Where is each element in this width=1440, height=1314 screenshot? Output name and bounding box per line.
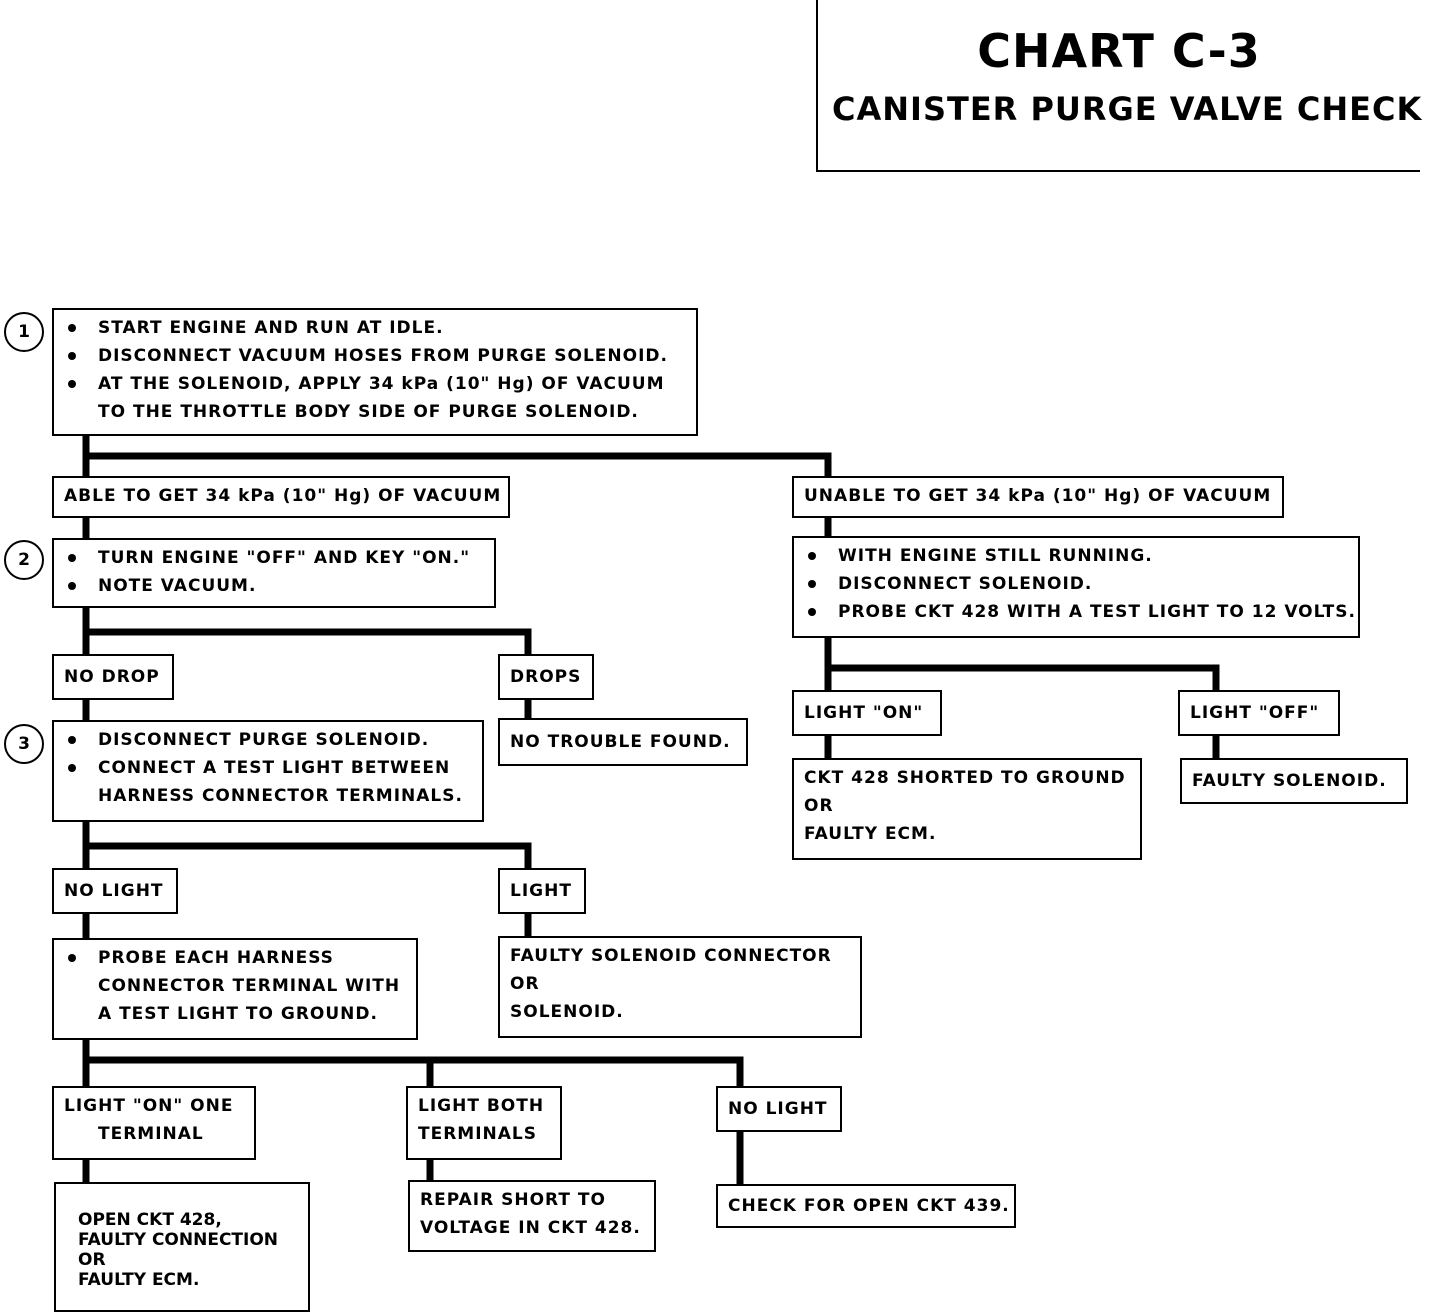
- light-box: LIGHT: [498, 868, 586, 914]
- unable-vacuum-box: UNABLE TO GET 34 kPa (10" Hg) OF VACUUM: [792, 476, 1284, 518]
- bullet-item: WITH ENGINE STILL RUNNING.: [804, 542, 1348, 570]
- step2-instructions: TURN ENGINE "OFF" AND KEY "ON." NOTE VAC…: [52, 538, 496, 608]
- bullet-item: PROBE CKT 428 WITH A TEST LIGHT TO 12 VO…: [804, 598, 1355, 626]
- ckt-428-shorted-box: CKT 428 SHORTED TO GROUND OR FAULTY ECM.: [792, 758, 1142, 860]
- open-ckt-428-box: OPEN CKT 428, FAULTY CONNECTION OR FAULT…: [54, 1182, 310, 1312]
- bullet-item: DISCONNECT PURGE SOLENOID.: [64, 726, 472, 754]
- step3-instructions: DISCONNECT PURGE SOLENOID. CONNECT A TES…: [52, 720, 484, 822]
- bullet-item: DISCONNECT SOLENOID.: [804, 570, 1348, 598]
- light-both-terminals-box: LIGHT BOTH TERMINALS: [406, 1086, 562, 1160]
- drops-box: DROPS: [498, 654, 594, 700]
- bullet-item: AT THE SOLENOID, APPLY 34 kPa (10" Hg) O…: [64, 370, 686, 426]
- chart-title-block: CHART C-3 CANISTER PURGE VALVE CHECK: [816, 0, 1423, 172]
- bullet-item: START ENGINE AND RUN AT IDLE.: [64, 314, 686, 342]
- chart-subtitle: CANISTER PURGE VALVE CHECK: [832, 90, 1423, 128]
- check-open-ckt-439-box: CHECK FOR OPEN CKT 439.: [716, 1184, 1016, 1228]
- repair-short-box: REPAIR SHORT TO VOLTAGE IN CKT 428.: [408, 1180, 656, 1252]
- unable-instructions: WITH ENGINE STILL RUNNING. DISCONNECT SO…: [792, 536, 1360, 638]
- connector-box3-split: [82, 816, 532, 874]
- no-drop-box: NO DROP: [52, 654, 174, 700]
- connector-box4-split: [82, 1034, 744, 1092]
- able-vacuum-box: ABLE TO GET 34 kPa (10" Hg) OF VACUUM: [52, 476, 510, 518]
- no-trouble-found-box: NO TROUBLE FOUND.: [498, 718, 748, 766]
- step-marker-2: 2: [4, 540, 44, 580]
- light-on-box: LIGHT "ON": [792, 690, 942, 736]
- no-light-second-box: NO LIGHT: [716, 1086, 842, 1132]
- chart-title: CHART C-3: [977, 24, 1261, 78]
- faulty-solenoid-connector-box: FAULTY SOLENOID CONNECTOR OR SOLENOID.: [498, 936, 862, 1038]
- step-marker-3: 3: [4, 724, 44, 764]
- light-on-one-terminal-box: LIGHT "ON" ONE TERMINAL: [52, 1086, 256, 1160]
- faulty-solenoid-box: FAULTY SOLENOID.: [1180, 758, 1408, 804]
- light-off-box: LIGHT "OFF": [1178, 690, 1340, 736]
- bullet-item: NOTE VACUUM.: [64, 572, 484, 600]
- connector-box1-split: [82, 430, 832, 484]
- step-marker-1: 1: [4, 312, 44, 352]
- no-light-box: NO LIGHT: [52, 868, 178, 914]
- connector-unablebox-split: [824, 632, 1220, 696]
- step1-instructions: START ENGINE AND RUN AT IDLE. DISCONNECT…: [52, 308, 698, 436]
- bullet-item: TURN ENGINE "OFF" AND KEY "ON.": [64, 544, 484, 572]
- connector-box2-split: [82, 602, 532, 660]
- bullet-item: DISCONNECT VACUUM HOSES FROM PURGE SOLEN…: [64, 342, 686, 370]
